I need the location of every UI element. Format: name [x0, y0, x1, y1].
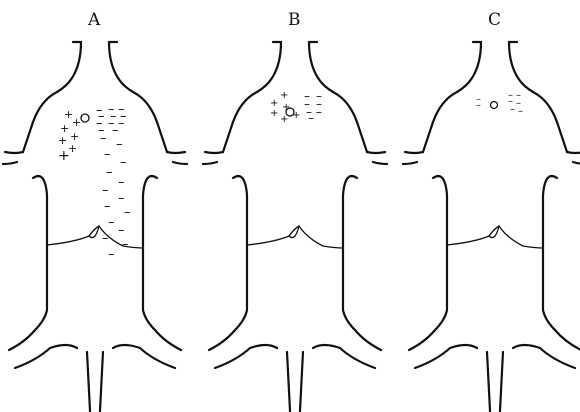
negative-mark-a: –: [104, 199, 111, 214]
negative-mark-c: –: [510, 104, 515, 115]
negative-mark-a: –: [120, 155, 127, 170]
positive-mark-b: +: [280, 114, 288, 125]
panel-a: [3, 42, 187, 412]
panel-b: [203, 42, 387, 412]
negative-mark-a: –: [124, 205, 131, 220]
panel-b-label: B: [288, 10, 301, 30]
positive-mark-b: +: [292, 110, 300, 121]
negative-mark-a: –: [118, 175, 125, 190]
electrode-marker-a: [81, 114, 89, 122]
negative-mark-a: –: [118, 116, 125, 131]
panel-a-label: A: [87, 10, 101, 30]
panel-c: [403, 42, 580, 412]
negative-mark-a: –: [122, 237, 129, 252]
negative-mark-b: –: [308, 111, 314, 125]
negative-mark-a: –: [100, 131, 107, 146]
negative-mark-a: –: [108, 247, 115, 262]
negative-mark-a: –: [102, 231, 109, 246]
negative-mark-a: –: [118, 223, 125, 238]
electrode-marker-c: [491, 102, 498, 109]
positive-mark-b: +: [282, 102, 290, 113]
panel-c-label: C: [488, 10, 501, 30]
negative-mark-c: –: [476, 100, 481, 111]
negative-mark-a: –: [112, 123, 119, 138]
charge-markings: +++++++––––––––––––––––––––––––––++++++–…: [58, 89, 523, 262]
positive-mark-b: +: [280, 90, 288, 101]
negative-mark-c: –: [518, 106, 523, 117]
negative-mark-a: –: [104, 147, 111, 162]
negative-mark-a: –: [106, 165, 113, 180]
positive-mark-b: +: [270, 108, 278, 119]
positive-mark-a: +: [58, 148, 70, 164]
negative-mark-a: –: [116, 137, 123, 152]
negative-mark-a: –: [102, 183, 109, 198]
negative-mark-a: –: [118, 191, 125, 206]
positive-mark-a: +: [72, 116, 81, 129]
negative-mark-a: –: [108, 215, 115, 230]
positive-mark-a: +: [58, 134, 67, 147]
negative-mark-b: –: [316, 105, 322, 119]
